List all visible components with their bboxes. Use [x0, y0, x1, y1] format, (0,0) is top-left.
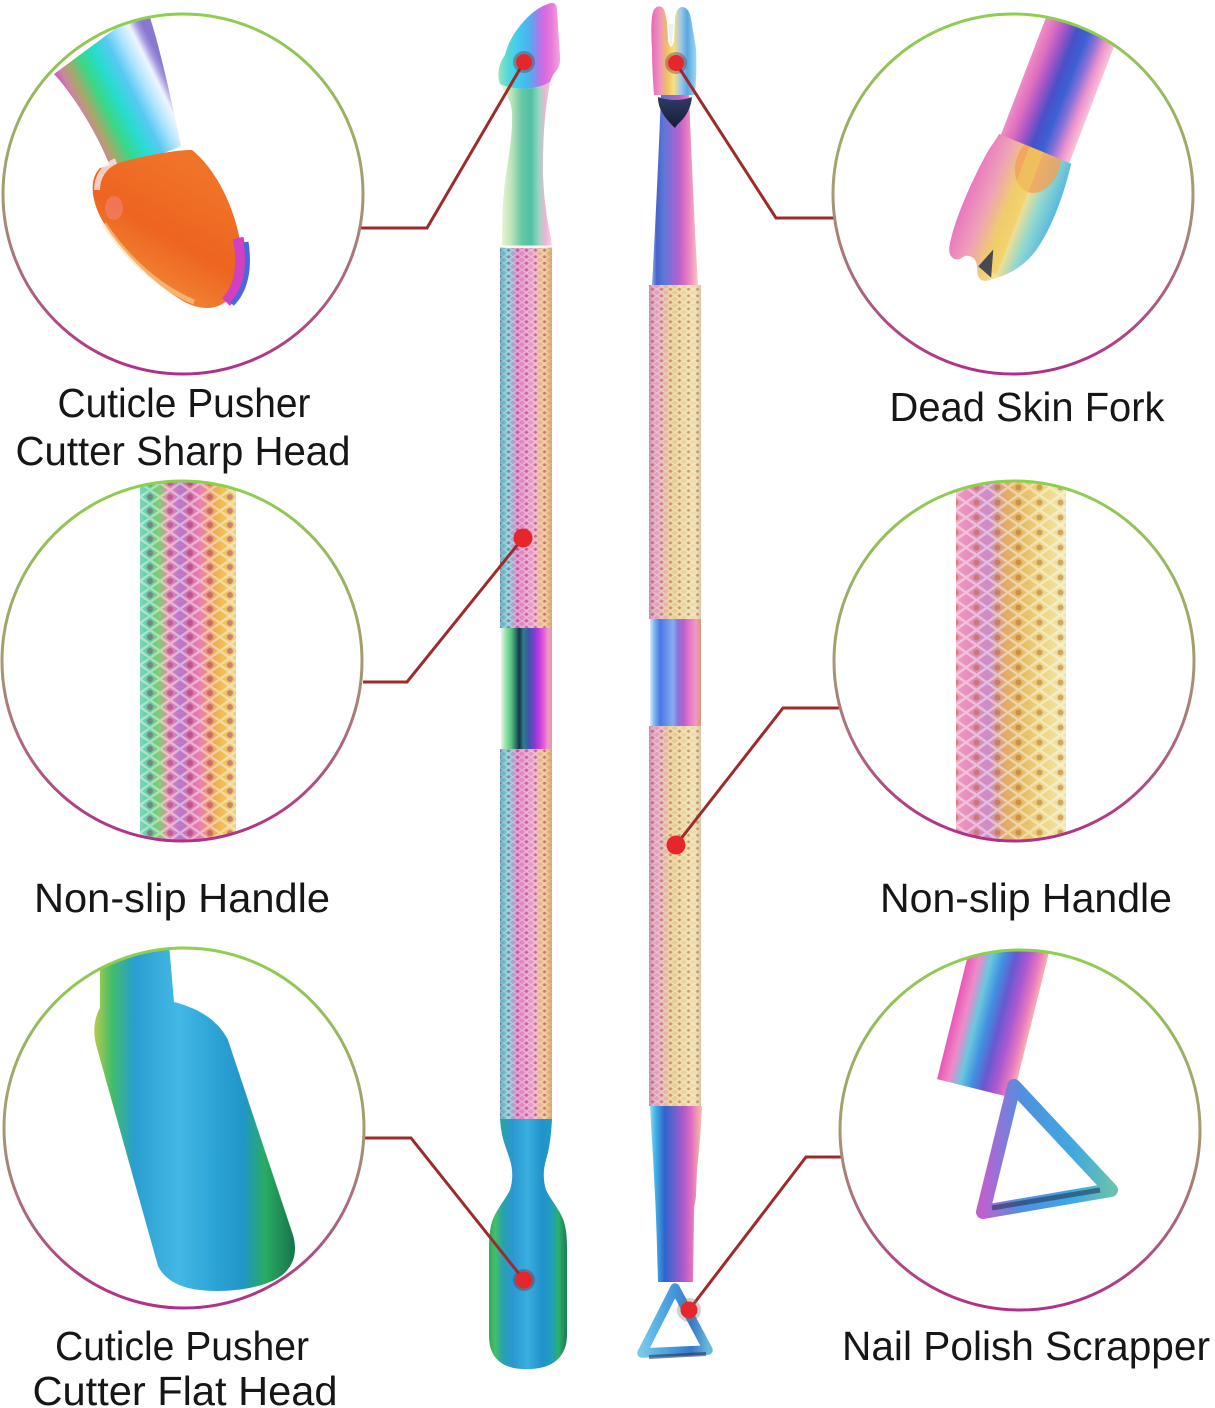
svg-text:Non-slip Handle: Non-slip Handle	[34, 875, 330, 921]
svg-text:Cuticle Pusher: Cuticle Pusher	[58, 380, 311, 426]
svg-text:Cutter Flat Head: Cutter Flat Head	[33, 1368, 338, 1408]
svg-text:Cutter Sharp Head: Cutter Sharp Head	[16, 428, 351, 474]
svg-text:Nail Polish Scrapper: Nail Polish Scrapper	[842, 1323, 1210, 1369]
svg-text:Cuticle Pusher: Cuticle Pusher	[55, 1323, 309, 1369]
svg-text:Non-slip Handle: Non-slip Handle	[880, 875, 1172, 921]
svg-text:Dead Skin Fork: Dead Skin Fork	[890, 384, 1165, 430]
